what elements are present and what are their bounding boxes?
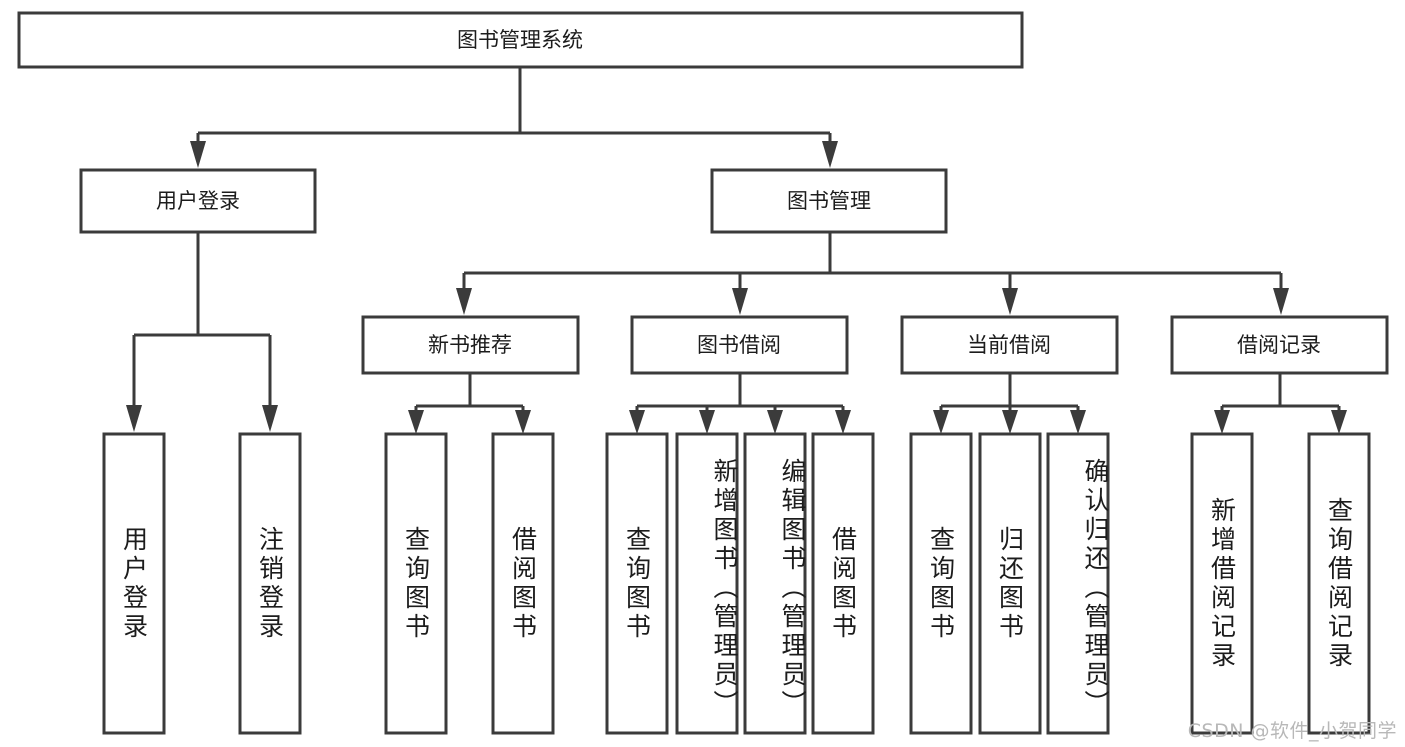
node-leaf-borrow-book-2-rect[interactable] — [811, 432, 875, 735]
node-book-borrow-label: 图书借阅 — [697, 333, 781, 357]
node-root[interactable]: 图书管理系统 — [17, 11, 1024, 69]
arrow-leaf-query-record — [1331, 410, 1347, 434]
node-leaf-add-record-rect[interactable] — [1190, 432, 1254, 735]
arrow-leaf-return-book — [1002, 410, 1018, 434]
node-leaf-query-book-1-rect[interactable] — [384, 432, 448, 735]
node-borrow-record[interactable]: 借阅记录 — [1170, 315, 1389, 375]
arrow-leaf-user-login — [126, 405, 142, 432]
arrow-book-manage — [822, 141, 838, 168]
arrow-current-borrow — [1002, 288, 1018, 315]
arrow-leaf-query-book-3 — [933, 410, 949, 434]
node-current-borrow-rect[interactable] — [900, 315, 1119, 375]
node-book-manage-rect[interactable] — [710, 168, 948, 234]
arrow-book-borrow — [732, 288, 748, 315]
node-leaf-add-book-rect[interactable] — [675, 432, 739, 735]
node-borrow-record-rect[interactable] — [1170, 315, 1389, 375]
arrow-leaf-edit-book — [767, 410, 783, 434]
connectors-layer — [126, 67, 1347, 434]
node-new-book-rec-rect[interactable] — [361, 315, 580, 375]
arrow-leaf-borrow-book-1 — [515, 410, 531, 434]
arrow-user-login — [190, 141, 206, 168]
node-leaf-borrow-book-1-rect[interactable] — [491, 432, 555, 735]
arrow-leaf-query-book-2 — [629, 410, 645, 434]
node-root-rect[interactable] — [17, 11, 1024, 69]
node-leaf-query-record-rect[interactable] — [1307, 432, 1371, 735]
node-book-manage[interactable]: 图书管理 — [710, 168, 948, 234]
node-leaf-return-book-rect[interactable] — [978, 432, 1042, 735]
node-leaf-query-book-3-rect[interactable] — [909, 432, 973, 735]
node-new-book-rec[interactable]: 新书推荐 — [361, 315, 580, 375]
arrow-leaf-query-book-1 — [408, 410, 424, 434]
node-book-borrow-rect[interactable] — [630, 315, 849, 375]
csdn-watermark: CSDN @软件_小贺同学 — [1187, 720, 1397, 742]
node-current-borrow-label: 当前借阅 — [967, 333, 1051, 357]
arrow-leaf-borrow-book-2 — [835, 410, 851, 434]
node-root-label: 图书管理系统 — [457, 28, 583, 52]
arrow-borrow-record — [1273, 288, 1289, 315]
nodes-layer: 图书管理系统 用户登录 图书管理 新书推荐 图书借阅 当前 — [17, 11, 1389, 735]
node-new-book-rec-label: 新书推荐 — [428, 333, 512, 357]
node-book-manage-label: 图书管理 — [787, 189, 871, 213]
arrow-leaf-confirm-return — [1070, 410, 1086, 434]
node-leaf-user-logout-rect[interactable] — [238, 432, 302, 735]
node-borrow-record-label: 借阅记录 — [1237, 333, 1321, 357]
arrow-leaf-add-book — [699, 410, 715, 434]
node-leaf-confirm-return-rect[interactable] — [1046, 432, 1110, 735]
arrow-leaf-user-logout — [262, 405, 278, 432]
node-user-login[interactable]: 用户登录 — [79, 168, 317, 234]
node-leaf-query-book-2-rect[interactable] — [605, 432, 669, 735]
node-user-login-rect[interactable] — [79, 168, 317, 234]
arrow-leaf-add-record — [1214, 410, 1230, 434]
node-book-borrow[interactable]: 图书借阅 — [630, 315, 849, 375]
node-leaf-user-login-rect[interactable] — [102, 432, 166, 735]
arrow-new-book-rec — [456, 288, 472, 315]
node-leaf-edit-book-rect[interactable] — [743, 432, 807, 735]
node-user-login-label: 用户登录 — [156, 189, 240, 213]
node-current-borrow[interactable]: 当前借阅 — [900, 315, 1119, 375]
